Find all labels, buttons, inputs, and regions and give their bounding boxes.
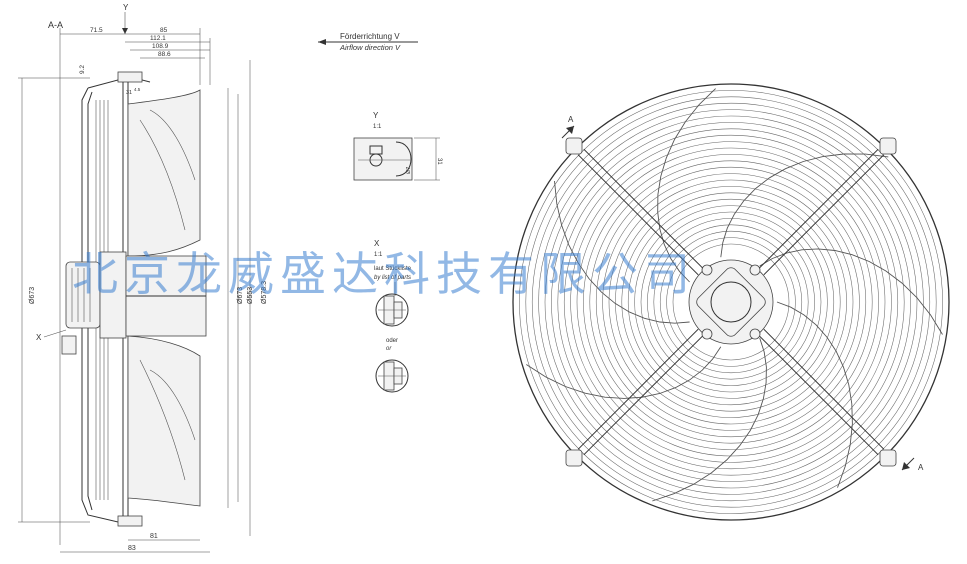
guard-ring (608, 179, 854, 425)
dim-81: 81 (150, 533, 158, 540)
dim-9-2: 9.2 (79, 65, 86, 74)
guard-ring (589, 160, 873, 444)
guard-ring (595, 166, 867, 438)
dim-108-9: 108.9 (152, 43, 169, 50)
guard-ring (551, 122, 911, 482)
oder-label: oder (386, 338, 398, 344)
impeller-blade (554, 180, 690, 324)
guard-ring (570, 141, 892, 463)
guard-ring (557, 128, 905, 476)
detail-x-scale: 1:1 (374, 252, 383, 258)
impeller-blade (526, 346, 722, 399)
flow-label-en: Airflow direction V (339, 43, 401, 52)
detail-x-label: X (374, 239, 380, 248)
guard-ring (659, 230, 803, 374)
or-label: or (386, 346, 392, 352)
flow-label-de: Förderrichtung V (340, 32, 400, 41)
dim-dia-outer: Ø673 (29, 287, 36, 304)
guard-ring (525, 96, 937, 508)
dim-83: 83 (128, 545, 136, 552)
guard-spokes (577, 148, 885, 456)
dim-88-6: 88.6 (158, 51, 171, 58)
detail-y-scale: 1:1 (373, 124, 382, 130)
guard-ring (531, 102, 931, 502)
guard-spoke (757, 148, 885, 276)
guard-spoke (757, 328, 885, 456)
guard-ring (583, 154, 879, 450)
guard-ring (544, 115, 918, 489)
dim-dia-c: Ø578.3 (261, 281, 268, 304)
guard-ring (653, 224, 809, 380)
dim-31-small: 31 (126, 90, 132, 96)
parts-label-en: by list of parts (374, 275, 411, 281)
guard-ring (519, 90, 943, 514)
detail-y: Y 1:1 31 Ø7 (353, 111, 442, 181)
guard-ring (647, 218, 815, 386)
guard-spoke (577, 328, 705, 456)
dim-85: 85 (160, 27, 168, 34)
detail-y-label: Y (373, 111, 379, 120)
guard-ring (512, 83, 950, 521)
airflow-direction: Förderrichtung V Airflow direction V (318, 32, 418, 52)
guard-ring (602, 173, 860, 431)
dim-dia-a: Ø673 (237, 287, 244, 304)
impeller-blade (657, 88, 716, 283)
guard-ring (627, 198, 835, 406)
guard-ring (666, 237, 796, 367)
side-x-label: X (36, 333, 42, 342)
detail-y-dim-7: Ø7 (406, 167, 412, 174)
impeller-blades (526, 88, 943, 502)
guard-ring (621, 192, 841, 412)
top-arrow-label: Y (123, 3, 129, 12)
impeller-blade (759, 248, 943, 335)
section-mark-top: A (568, 115, 574, 124)
guard-ring (576, 147, 886, 457)
guard-ring (634, 205, 828, 399)
guard-ring (538, 109, 924, 495)
parts-label-de: laut Stückliste (374, 266, 412, 272)
section-mark-bottom: A (918, 463, 924, 472)
section-label: A-A (48, 20, 63, 30)
guard-ring (640, 211, 822, 393)
dim-4-5: 4.5 (134, 87, 141, 92)
impeller-blade (652, 337, 767, 502)
front-view: A A (512, 83, 950, 521)
detail-x: X 1:1 laut Stückliste by list of parts o… (374, 239, 412, 393)
dim-dia-b: Ø553 (247, 287, 254, 304)
guard-spoke (577, 148, 705, 276)
guard-ring (615, 186, 847, 418)
guard-ring (672, 243, 790, 361)
impeller-blade (776, 301, 853, 488)
guard-rings (512, 83, 950, 521)
impeller-blade (720, 153, 889, 258)
dim-112-1: 112.1 (150, 35, 166, 42)
guard-ring (563, 134, 899, 470)
detail-y-dim-31: 31 (436, 158, 442, 165)
dim-71-5: 71.5 (90, 27, 103, 34)
side-section-view: A-A Y 71.5 85 112.1 108.9 88.6 9.2 31 4.… (18, 3, 268, 553)
